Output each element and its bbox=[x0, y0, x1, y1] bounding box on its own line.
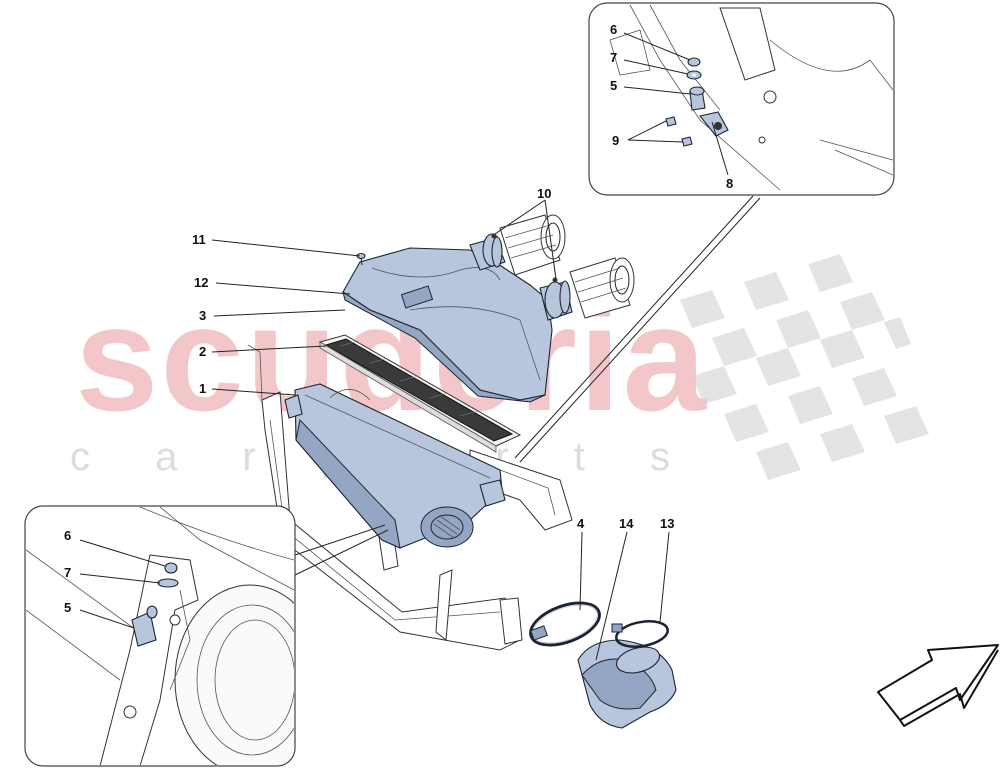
callout-11: 11 bbox=[192, 232, 206, 247]
leader-lines bbox=[211, 195, 761, 661]
throttle-body-left bbox=[499, 214, 566, 276]
label-plate bbox=[400, 285, 434, 309]
inset-top-callout-6: 6 bbox=[610, 22, 617, 37]
callout-10: 10 bbox=[537, 186, 551, 201]
inset-top-callout-7: 7 bbox=[610, 50, 617, 65]
callout-1: 1 bbox=[199, 381, 206, 396]
main-callouts: 11 12 3 2 1 10 4 14 13 bbox=[192, 186, 674, 531]
callout-12: 12 bbox=[194, 275, 208, 290]
throttle-body-right bbox=[569, 257, 635, 319]
callout-13: 13 bbox=[660, 516, 674, 531]
mount-5-bottom bbox=[131, 611, 157, 647]
detail-inset-bottom: 6 7 5 bbox=[24, 505, 296, 767]
bracket-8-top bbox=[699, 111, 729, 137]
callout-4: 4 bbox=[577, 516, 585, 531]
arrow-right-up-icon bbox=[877, 644, 999, 727]
inset-bottom-callout-7: 7 bbox=[64, 565, 71, 580]
inset-bottom-callout-5: 5 bbox=[64, 600, 71, 615]
checkered-flag-icon bbox=[680, 254, 929, 480]
nut-6-top bbox=[687, 57, 701, 67]
inset-bottom-callout-6: 6 bbox=[64, 528, 71, 543]
screw-part-11 bbox=[356, 252, 366, 266]
air-filter-element bbox=[318, 334, 522, 453]
inset-top-callout-9: 9 bbox=[612, 133, 619, 148]
inset-top-callout-8: 8 bbox=[726, 176, 733, 191]
inset-top-callout-5: 5 bbox=[610, 78, 617, 93]
washer-7-bottom bbox=[157, 578, 179, 588]
airbox-upper-cover bbox=[342, 233, 573, 403]
intake-hose bbox=[577, 639, 677, 729]
hose-clamp-part-13 bbox=[611, 620, 669, 648]
bolt-9b-top bbox=[681, 136, 693, 147]
nut-6-bottom bbox=[164, 562, 178, 574]
callout-2: 2 bbox=[199, 344, 206, 359]
hose-clamp bbox=[529, 601, 601, 647]
airbox-lower-housing bbox=[284, 383, 506, 549]
bolt-9a-top bbox=[665, 116, 677, 127]
callout-3: 3 bbox=[199, 308, 206, 323]
chassis-frame bbox=[247, 344, 573, 651]
callout-14: 14 bbox=[619, 516, 634, 531]
detail-inset-top: 6 7 5 9 8 bbox=[588, 2, 895, 196]
